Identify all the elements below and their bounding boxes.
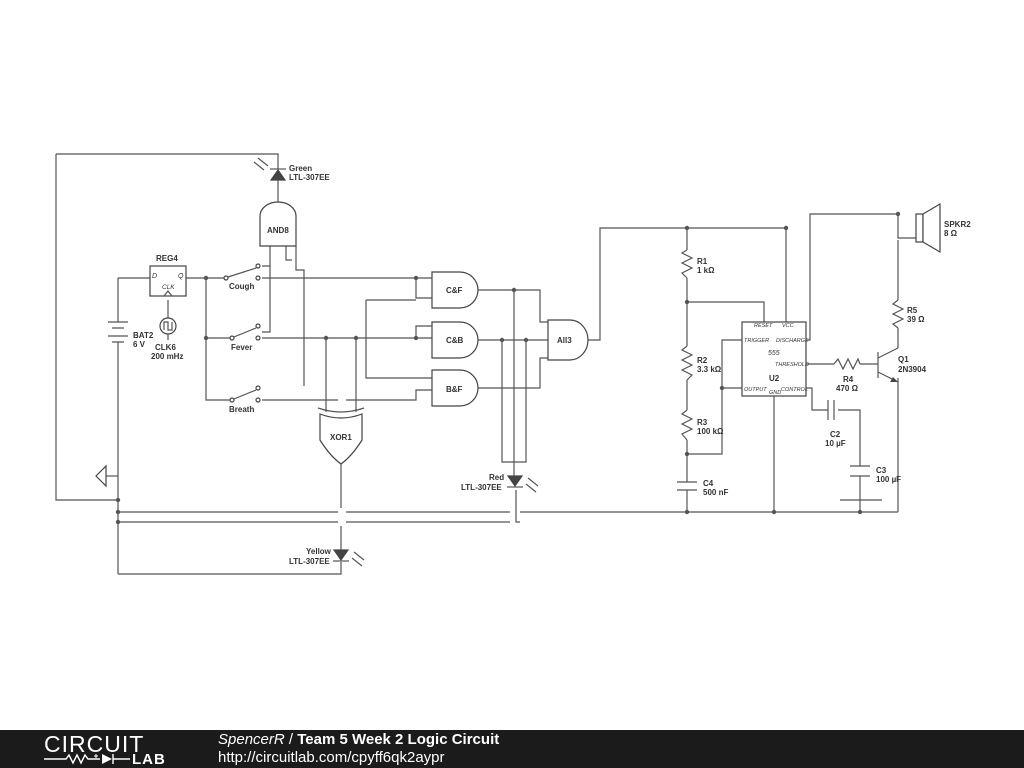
reg4-flipflop: REG4 D Q CLK <box>149 254 187 297</box>
pin-control: CONTROL <box>781 387 808 393</box>
cough-label: Cough <box>229 282 254 291</box>
bf-gate: B&F <box>431 369 479 407</box>
xor1-label: XOR1 <box>330 433 352 442</box>
c4-value: 500 nF <box>703 488 728 497</box>
r2-name: R2 <box>697 356 708 365</box>
green-led-name: Green <box>289 164 312 173</box>
r3-value: 100 kΩ <box>697 427 724 436</box>
c3-capacitor: C3 100 µF <box>850 465 901 484</box>
and8-label: AND8 <box>267 226 289 235</box>
circuit-url[interactable]: http://circuitlab.com/cpyff6qk2aypr <box>218 749 445 766</box>
spkr2-speaker: SPKR2 8 Ω <box>915 202 971 254</box>
r1-name: R1 <box>697 257 708 266</box>
r3-resistor: R3 100 kΩ <box>680 409 724 441</box>
green-led: Green LTL-307EE <box>253 157 330 182</box>
r5-value: 39 Ω <box>907 315 925 324</box>
wires <box>55 153 916 575</box>
logo-wave-icon <box>44 753 130 765</box>
c3-name: C3 <box>876 466 887 475</box>
pin-threshold: THRESHOLD <box>775 362 809 368</box>
breath-label: Breath <box>229 405 254 414</box>
pin-reset: RESET <box>754 323 773 329</box>
r2-resistor: R2 3.3 kΩ <box>680 345 722 381</box>
r2-value: 3.3 kΩ <box>697 365 722 374</box>
reg4-label: REG4 <box>156 254 178 263</box>
r3-name: R3 <box>697 418 708 427</box>
green-led-part: LTL-307EE <box>289 173 330 182</box>
bat2-battery: BAT2 6 V <box>108 321 154 350</box>
red-led-name: Red <box>489 473 504 482</box>
all3-gate: All3 <box>547 319 589 361</box>
all3-label: All3 <box>557 336 572 345</box>
q1-transistor: Q1 2N3904 <box>877 347 927 383</box>
spkr2-name: SPKR2 <box>944 220 971 229</box>
c4-name: C4 <box>703 479 714 488</box>
reg4-q-pin: Q <box>178 273 184 280</box>
author-link[interactable]: SpencerR <box>218 731 285 748</box>
u2-chip: 555 <box>768 350 780 357</box>
yellow-led: Yellow LTL-307EE <box>289 547 365 567</box>
bat2-value: 6 V <box>133 340 146 349</box>
xor1-gate: XOR1 <box>317 407 365 465</box>
c4-capacitor: C4 500 nF <box>677 479 728 497</box>
and8-gate: AND8 <box>259 201 297 247</box>
reg4-d-pin: D <box>152 273 157 280</box>
yellow-led-part: LTL-307EE <box>289 557 330 566</box>
reg4-clk-pin: CLK <box>162 284 175 291</box>
circuit-title: Team 5 Week 2 Logic Circuit <box>297 731 500 748</box>
q1-name: Q1 <box>898 355 909 364</box>
ground-symbol <box>95 464 107 488</box>
title-separator: / <box>284 731 298 748</box>
cb-label: C&B <box>446 336 464 345</box>
cb-gate: C&B <box>431 321 479 359</box>
junction-dots <box>115 211 901 525</box>
r4-resistor: R4 470 Ω <box>833 357 861 393</box>
bf-label: B&F <box>446 385 463 394</box>
cf-label: C&F <box>446 286 463 295</box>
c2-value: 10 µF <box>825 439 846 448</box>
r5-resistor: R5 39 Ω <box>891 299 925 329</box>
r1-resistor: R1 1 kΩ <box>680 249 715 279</box>
r1-value: 1 kΩ <box>697 266 715 275</box>
fever-label: Fever <box>231 343 252 352</box>
r4-value: 470 Ω <box>836 384 859 393</box>
logo-text-circuit: CIRCUIT <box>44 731 145 757</box>
red-led-part: LTL-307EE <box>461 483 502 492</box>
circuit-schematic: Green LTL-307EE AND8 REG4 D Q CLK CLK6 2… <box>55 153 971 575</box>
pin-gnd: GND <box>769 390 781 396</box>
breath-switch: Breath <box>229 385 261 414</box>
clk6-clock: CLK6 200 mHz <box>151 317 183 361</box>
footer-bar: CIRCUIT LAB SpencerR / Team 5 Week 2 Log… <box>0 730 1024 768</box>
cough-switch: Cough <box>223 263 261 291</box>
fever-switch: Fever <box>229 323 261 352</box>
pin-vcc: VCC <box>782 323 794 329</box>
footer-title-line: SpencerR / Team 5 Week 2 Logic Circuit <box>218 731 499 748</box>
spkr2-value: 8 Ω <box>944 229 958 238</box>
clk6-name: CLK6 <box>155 343 176 352</box>
red-led: Red LTL-307EE <box>461 473 539 493</box>
clk6-value: 200 mHz <box>151 352 183 361</box>
cf-gate: C&F <box>431 271 479 309</box>
yellow-led-name: Yellow <box>306 547 332 556</box>
c2-name: C2 <box>830 430 841 439</box>
pin-trigger: TRIGGER <box>744 338 769 344</box>
c2-capacitor: C2 10 µF <box>825 400 846 448</box>
bat2-name: BAT2 <box>133 331 154 340</box>
pin-discharge: DISCHARGE <box>776 338 809 344</box>
pin-output: OUTPUT <box>744 387 767 393</box>
q1-part: 2N3904 <box>898 365 927 374</box>
c3-value: 100 µF <box>876 475 901 484</box>
u2-name: U2 <box>769 374 780 383</box>
logo-text-lab: LAB <box>132 751 166 768</box>
r5-name: R5 <box>907 306 918 315</box>
circuitlab-logo[interactable]: CIRCUIT LAB <box>44 731 184 768</box>
u2-555-timer: RESET VCC TRIGGER DISCHARGE 555 THRESHOL… <box>741 321 809 397</box>
r4-name: R4 <box>843 375 854 384</box>
